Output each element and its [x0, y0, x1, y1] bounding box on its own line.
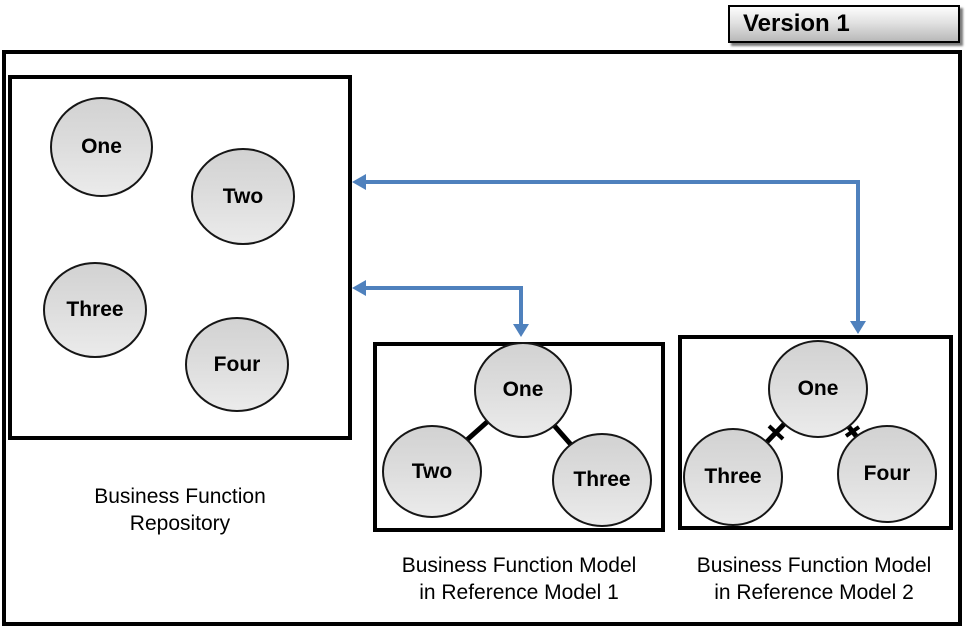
circle-label: Two — [222, 184, 264, 208]
repository-circle-two: Two — [191, 148, 295, 245]
model2-caption: Business Function Model in Reference Mod… — [664, 552, 964, 606]
version-badge: Version 1 — [728, 5, 960, 43]
model1-caption-line1: Business Function Model — [401, 554, 637, 577]
model2-circle-three: Three — [683, 428, 783, 526]
circle-label: One — [81, 135, 122, 158]
circle-label: Three — [573, 468, 631, 491]
model1-circle-one: One — [474, 342, 572, 438]
model2-caption-line1: Business Function Model — [696, 554, 932, 577]
repository-caption-line1: Business Function — [94, 485, 266, 508]
repository-caption-line2: Repository — [129, 512, 231, 535]
repository-circle-three: Three — [43, 262, 147, 358]
circle-label: One — [797, 377, 839, 400]
model2-circle-four: Four — [837, 425, 937, 523]
circle-label: Two — [411, 459, 453, 483]
repository-circle-one: One — [50, 97, 153, 197]
model1-circle-two: Two — [382, 425, 482, 518]
circle-label: Four — [863, 462, 911, 485]
repository-circle-four: Four — [185, 317, 289, 412]
model1-circle-three: Three — [552, 433, 652, 527]
circle-label: One — [502, 378, 544, 401]
model1-caption-line2: in Reference Model 1 — [419, 581, 619, 604]
diagram-outer-frame — [2, 50, 962, 626]
model2-circle-one: One — [768, 340, 868, 438]
model1-caption: Business Function Model in Reference Mod… — [369, 552, 669, 606]
circle-label: Three — [704, 465, 762, 488]
version-badge-label: Version 1 — [743, 10, 850, 37]
circle-label: Three — [66, 298, 124, 321]
circle-label: Four — [213, 352, 261, 376]
repository-caption: Business Function Repository — [25, 483, 335, 537]
model2-caption-line2: in Reference Model 2 — [714, 581, 914, 604]
repository-box — [8, 75, 352, 440]
